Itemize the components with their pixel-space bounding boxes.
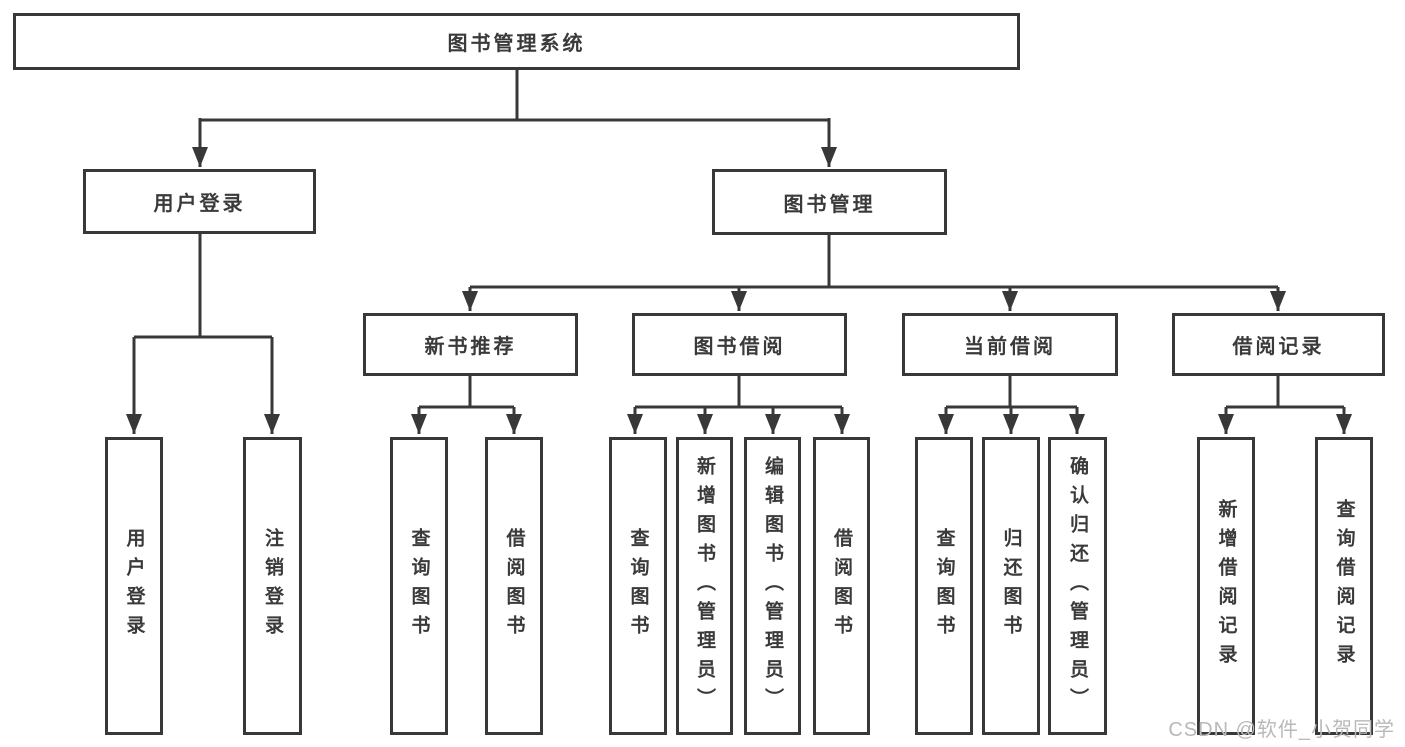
- node-user-login: 用户登录: [83, 169, 316, 234]
- leaf-logout-login-label: 注销登录: [262, 528, 283, 644]
- node-user-login-label: 用户登录: [153, 193, 246, 215]
- leaf-return-books: 归还图书: [982, 437, 1040, 735]
- leaf-edit-books-admin: 编辑图书（管理员）: [744, 437, 801, 735]
- leaf-query-books-borrowing-label: 查询图书: [627, 528, 649, 644]
- leaf-query-books-recommend: 查询图书: [390, 437, 448, 735]
- csdn-watermark: CSDN @软件_小贺同学: [1168, 719, 1395, 741]
- node-new-book-recommend-label: 新书推荐: [424, 336, 517, 358]
- leaf-query-books-current-label: 查询图书: [933, 528, 955, 644]
- node-library-system: 图书管理系统: [13, 13, 1020, 70]
- node-book-management-label: 图书管理: [783, 193, 876, 216]
- leaf-query-borrow-record-label: 查询借阅记录: [1333, 499, 1355, 673]
- node-book-borrowing: 图书借阅: [632, 313, 847, 376]
- node-book-borrowing-label: 图书借阅: [693, 336, 786, 358]
- leaf-return-books-label: 归还图书: [1000, 528, 1022, 644]
- node-borrow-records: 借阅记录: [1172, 313, 1385, 376]
- leaf-borrow-books-recommend-label: 借阅图书: [503, 528, 525, 644]
- leaf-add-borrow-record: 新增借阅记录: [1197, 437, 1255, 735]
- node-new-book-recommend: 新书推荐: [363, 313, 578, 376]
- node-current-borrowing: 当前借阅: [902, 313, 1118, 376]
- leaf-user-login: 用户登录: [105, 437, 163, 735]
- node-current-borrowing-label: 当前借阅: [964, 336, 1056, 358]
- leaf-borrow-books-borrowing-label: 借阅图书: [831, 528, 852, 644]
- leaf-add-borrow-record-label: 新增借阅记录: [1215, 499, 1237, 673]
- leaf-query-borrow-record: 查询借阅记录: [1315, 437, 1373, 735]
- leaf-borrow-books-recommend: 借阅图书: [485, 437, 543, 735]
- node-library-system-label: 图书管理系统: [447, 33, 586, 55]
- leaf-logout-login: 注销登录: [243, 437, 302, 735]
- leaf-user-login-label: 用户登录: [123, 528, 145, 644]
- leaf-query-books-borrowing: 查询图书: [609, 437, 667, 735]
- leaf-confirm-return-admin-label: 确认归还（管理员）: [1067, 455, 1088, 717]
- leaf-edit-books-admin-label: 编辑图书（管理员）: [762, 455, 783, 717]
- leaf-confirm-return-admin: 确认归还（管理员）: [1048, 437, 1107, 735]
- leaf-add-books-admin: 新增图书（管理员）: [676, 437, 733, 735]
- leaf-add-books-admin-label: 新增图书（管理员）: [694, 455, 715, 717]
- leaf-query-books-current: 查询图书: [915, 437, 973, 735]
- node-borrow-records-label: 借阅记录: [1232, 336, 1325, 358]
- leaf-query-books-recommend-label: 查询图书: [408, 528, 430, 644]
- leaf-borrow-books-borrowing: 借阅图书: [813, 437, 870, 735]
- node-book-management: 图书管理: [712, 169, 947, 235]
